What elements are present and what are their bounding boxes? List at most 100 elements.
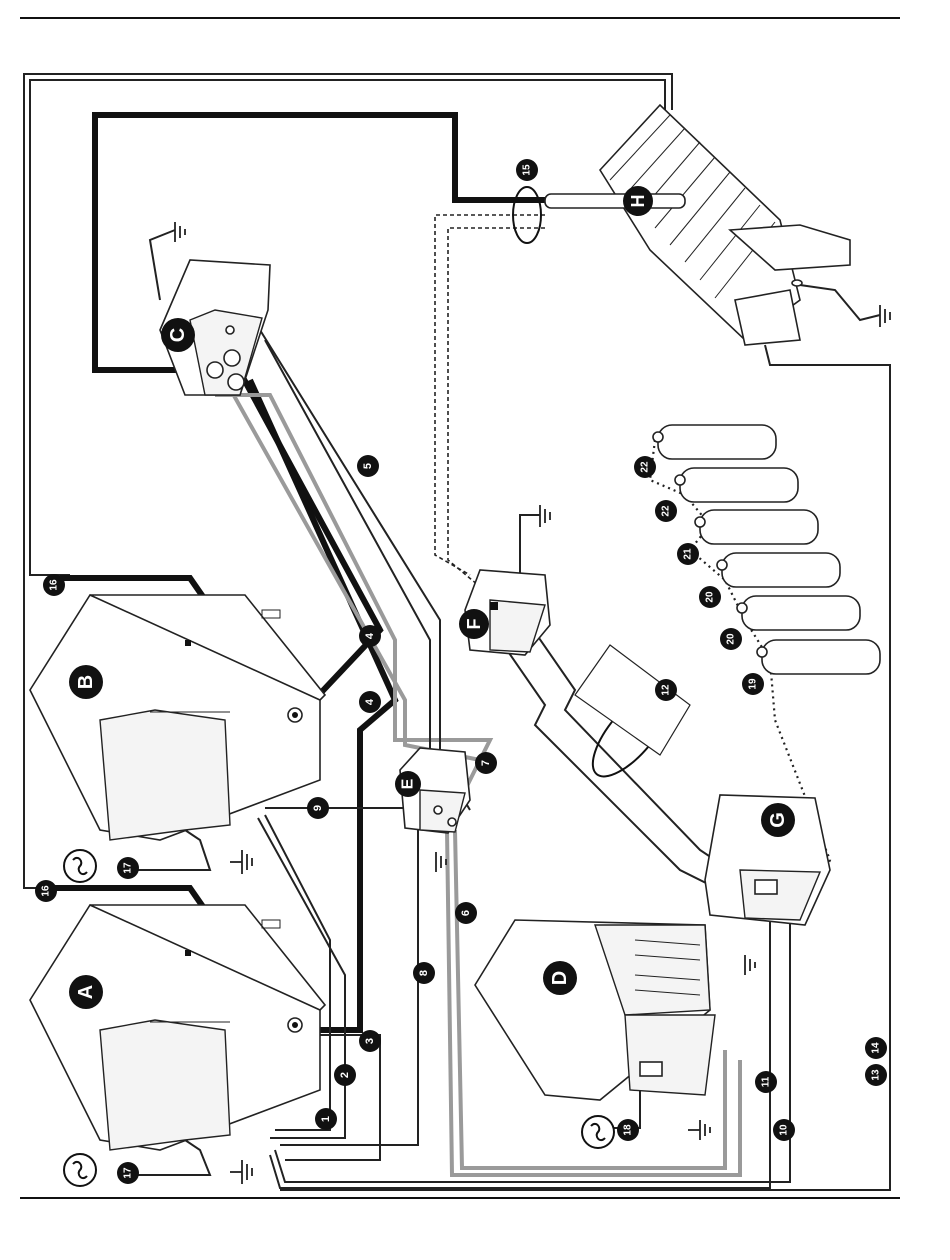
unit-label-b: B — [69, 665, 103, 699]
svg-text:3: 3 — [364, 1038, 376, 1044]
unit-label-h: H — [623, 186, 653, 216]
callout-6: 6 — [455, 902, 477, 924]
callout-12: 12 — [655, 679, 677, 701]
svg-text:B: B — [75, 675, 97, 689]
ground-symbol-icon — [230, 850, 252, 874]
unit-b-connector-core — [292, 712, 298, 718]
cable-16-top — [30, 80, 665, 575]
unit-f-indicator — [490, 602, 498, 610]
lead-f-ground — [520, 515, 540, 580]
svg-text:C: C — [167, 328, 189, 342]
unit-c-port-1 — [207, 362, 223, 378]
svg-text:13: 13 — [871, 1069, 882, 1081]
callout-4: 4 — [359, 625, 381, 647]
ground-symbol-icon — [175, 222, 185, 242]
svg-text:16: 16 — [41, 885, 52, 897]
work-clamp — [792, 280, 802, 286]
unit-label-e: E — [395, 771, 421, 797]
svg-text:12: 12 — [661, 684, 672, 696]
svg-text:1: 1 — [320, 1116, 332, 1122]
svg-text:7: 7 — [480, 760, 492, 766]
svg-text:15: 15 — [522, 164, 533, 176]
unit-b-panel — [100, 710, 230, 840]
unit-label-g: G — [761, 803, 795, 837]
callout-4: 4 — [359, 691, 381, 713]
unit-d — [475, 920, 715, 1100]
callout-10: 10 — [773, 1119, 795, 1141]
ground-symbol-icon — [880, 305, 890, 327]
callout-20: 20 — [699, 586, 721, 608]
svg-text:17: 17 — [123, 862, 134, 874]
svg-text:22: 22 — [661, 505, 672, 517]
unit-d-front — [625, 1015, 715, 1095]
callout-13: 13 — [865, 1064, 887, 1086]
svg-text:20: 20 — [726, 633, 737, 645]
svg-text:6: 6 — [460, 910, 472, 916]
callout-2: 2 — [334, 1064, 356, 1086]
torch-body — [545, 194, 685, 208]
unit-a-connector-core — [292, 1022, 298, 1028]
svg-text:9: 9 — [312, 805, 324, 811]
unit-c-port-4 — [226, 326, 234, 334]
unit-d-connector — [640, 1062, 662, 1076]
gas-cylinder-icon — [675, 468, 798, 502]
svg-text:D: D — [549, 971, 571, 985]
callout-15: 15 — [516, 159, 538, 181]
svg-text:4: 4 — [364, 632, 376, 639]
unit-f-face — [490, 600, 545, 652]
svg-text:E: E — [400, 778, 417, 789]
callout-11: 11 — [755, 1071, 777, 1093]
ground-symbol-icon — [230, 1160, 252, 1184]
svg-text:G: G — [767, 812, 789, 828]
callout-17: 17 — [117, 1162, 139, 1184]
svg-text:F: F — [464, 619, 484, 630]
gas-cylinder-icon — [757, 640, 880, 674]
gantry-carriage — [735, 290, 800, 345]
callout-22: 22 — [634, 456, 656, 478]
callout-16: 16 — [35, 880, 57, 902]
callout-5: 5 — [357, 455, 379, 477]
svg-text:8: 8 — [418, 970, 430, 976]
gas-cylinder-icon — [653, 425, 776, 459]
unit-label-a: A — [69, 975, 103, 1009]
ground-symbol-icon — [688, 1120, 710, 1140]
svg-text:19: 19 — [748, 678, 759, 690]
ground-symbol-icon — [436, 852, 446, 872]
ac-power-source-icon — [64, 1154, 96, 1186]
lead-c-ground — [150, 230, 175, 300]
svg-text:21: 21 — [683, 548, 694, 560]
unit-a-panel — [100, 1020, 230, 1150]
callout-8: 8 — [413, 962, 435, 984]
svg-text:22: 22 — [640, 461, 651, 473]
svg-text:17: 17 — [123, 1167, 134, 1179]
gas-cylinder-icon — [717, 553, 840, 587]
unit-label-c: C — [161, 318, 195, 352]
unit-label-f: F — [459, 609, 489, 639]
svg-text:4: 4 — [364, 698, 376, 705]
unit-b-latch — [185, 640, 191, 646]
unit-b — [30, 595, 325, 840]
ac-power-source-icon — [64, 850, 96, 882]
lead-h-ground — [800, 285, 880, 320]
unit-e-port-1 — [434, 806, 442, 814]
svg-text:H: H — [628, 195, 648, 208]
ac-power-source-icon — [582, 1116, 614, 1148]
svg-text:14: 14 — [871, 1042, 882, 1054]
ground-symbol-icon — [540, 505, 550, 527]
unit-a-latch — [185, 950, 191, 956]
svg-text:18: 18 — [623, 1124, 634, 1136]
callout-22: 22 — [655, 500, 677, 522]
callout-3: 3 — [359, 1030, 381, 1052]
callout-1: 1 — [315, 1108, 337, 1130]
callout-20: 20 — [720, 628, 742, 650]
svg-text:10: 10 — [779, 1124, 790, 1136]
unit-a — [30, 905, 325, 1150]
hose-15b — [448, 228, 545, 585]
gas-cylinder-icon — [695, 510, 818, 544]
svg-text:20: 20 — [705, 591, 716, 603]
svg-text:A: A — [75, 985, 97, 999]
callout-14: 14 — [865, 1037, 887, 1059]
unit-c-port-3 — [228, 374, 244, 390]
callout-16: 16 — [43, 574, 65, 596]
